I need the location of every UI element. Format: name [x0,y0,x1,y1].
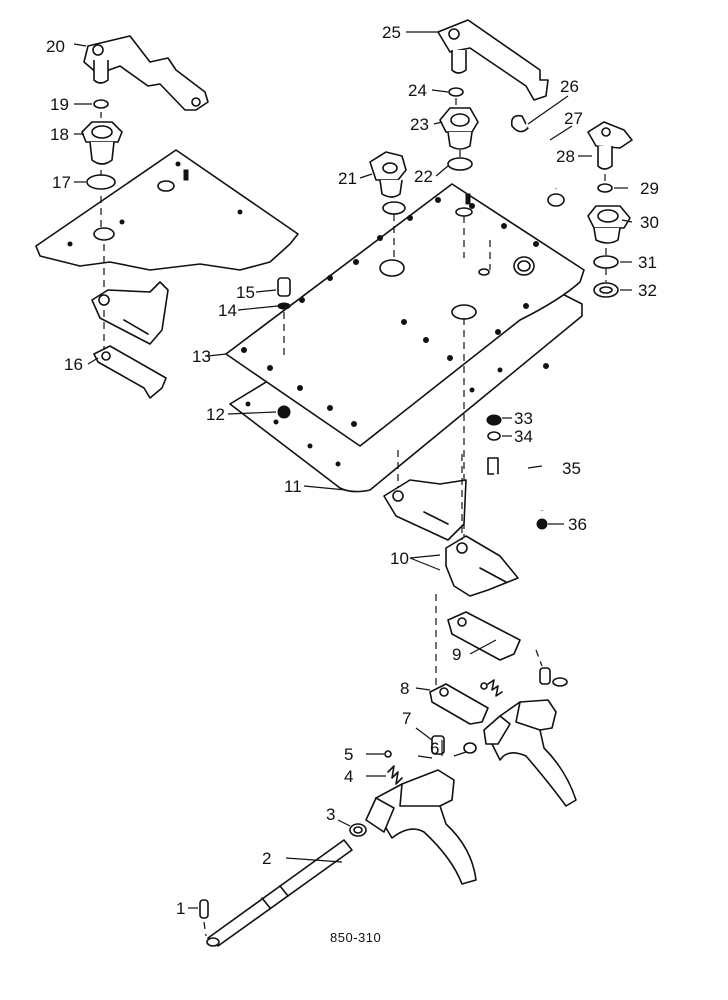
callout-5: 5 [344,745,353,764]
left-shift-fork [365,769,477,885]
part-8-plate [429,683,489,725]
part-10-brackets [383,479,519,597]
callout-19: 19 [50,95,69,114]
callout-11: 11 [284,477,302,496]
part-2-shaft [206,839,353,947]
callout-26: 26 [560,77,579,96]
part-4-spring [387,765,403,785]
callout-21: 21 [338,169,357,188]
part-36-nut [536,518,548,530]
part-21-bearing-flange [369,151,407,215]
part-33-34-washers [486,414,502,441]
part-26-27-pipe [510,114,565,207]
callout-28: 28 [556,147,575,166]
part-28-lever [587,121,633,170]
part-25-lever [437,19,549,101]
callout-18: 18 [50,125,69,144]
callout-29: 29 [640,179,659,198]
part-19-washer [93,99,109,109]
callout-1: 1 [176,899,185,918]
part-7-pin [431,735,445,755]
part-16-shift-plates [91,281,169,399]
callout-9: 9 [452,645,461,664]
callout-25: 25 [382,23,401,42]
callout-24: 24 [408,81,427,100]
callout-4: 4 [344,767,353,786]
upper-left-cover-plate [35,149,299,271]
figure-code: 850-310 [330,930,381,945]
part-17-o-ring [86,174,116,190]
part-29-washer [597,183,613,193]
right-detent-spring [480,679,503,697]
callout-22: 22 [414,167,433,186]
part-31-o-ring [593,255,619,269]
callout-labels: 20 19 18 17 25 24 23 21 22 26 27 28 29 3… [46,23,659,918]
callout-17: 17 [52,173,71,192]
part-18-bearing-flange [81,121,123,165]
callout-7: 7 [402,709,411,728]
right-detent-pin [539,667,568,687]
part-32-seal [593,282,619,298]
callout-3: 3 [326,805,335,824]
callout-36: 36 [568,515,587,534]
callout-30: 30 [640,213,659,232]
part-30-bearing-flange [587,205,631,244]
part-9-plate [447,611,521,661]
right-shift-fork [483,699,577,807]
callout-16: 16 [64,355,83,374]
callout-15: 15 [236,283,255,302]
callout-32: 32 [638,281,657,300]
part-24-washer [448,87,464,97]
callout-35: 35 [562,459,581,478]
callout-34: 34 [514,427,533,446]
part-20-lever [83,35,209,111]
callout-8: 8 [400,679,409,698]
part-12-plug [277,405,291,419]
callout-23: 23 [410,115,429,134]
callout-20: 20 [46,37,65,56]
callout-13: 13 [192,347,211,366]
part-3-collar [349,823,367,837]
callout-6: 6 [430,739,439,758]
callout-31: 31 [638,253,657,272]
callout-33: 33 [514,409,533,428]
part-15-14-breather [277,277,291,310]
part-1-pin [199,899,209,919]
part-22-o-ring [447,157,473,217]
callout-10: 10 [390,549,409,568]
part-5-ball [384,750,392,758]
part-13-top-plate [225,183,585,467]
part-23-bearing-flange [439,107,479,150]
callout-12: 12 [206,405,225,424]
callout-27: 27 [564,109,583,128]
part-35-pipe [487,454,546,511]
callout-14: 14 [218,301,237,320]
centre-ring [463,742,477,754]
leader-lines [73,31,633,909]
callout-2: 2 [262,849,271,868]
